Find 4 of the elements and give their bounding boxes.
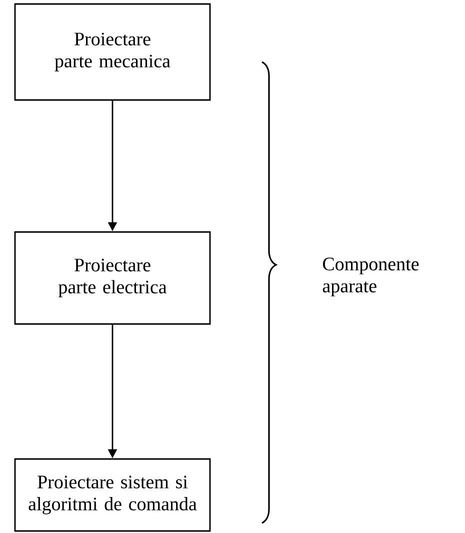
brace-label: Componente aparate xyxy=(322,258,419,296)
process-box: Proiectare sistem si algoritmi de comanda xyxy=(14,458,211,532)
process-box: Proiectare parte electrica xyxy=(14,231,211,325)
process-box: Proiectare parte mecanica xyxy=(14,3,211,101)
